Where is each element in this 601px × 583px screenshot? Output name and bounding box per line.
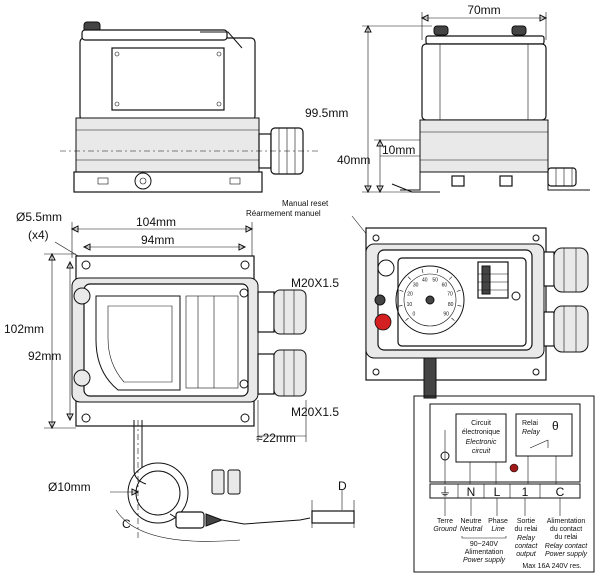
out-fr2: du relai — [515, 526, 538, 533]
relay-en: Relay — [522, 429, 540, 436]
phase-en: Line — [491, 526, 504, 533]
dial-tick-label: 70 — [447, 292, 453, 298]
dim-104mm: 104mm — [136, 215, 176, 229]
circuit-en2: circuit — [472, 448, 491, 455]
dial-tick-label: 60 — [442, 283, 448, 289]
supply-fr3: du relai — [555, 534, 578, 541]
terminal-c: C — [556, 485, 565, 499]
alim-fr: Alimentation — [465, 549, 504, 556]
dim-40mm: 40mm — [337, 153, 370, 167]
dial-tick — [448, 276, 453, 280]
dim-hole-count: (x4) — [28, 228, 49, 242]
front-panel-view: Manual reset Réarmement manuel 010 203040… — [246, 199, 589, 399]
dial-tick-label: 50 — [432, 278, 438, 284]
voltage: 90~240V — [470, 541, 499, 548]
supply-fr2: du contact — [550, 526, 582, 533]
gland-top-label: M20X1.5 — [291, 276, 339, 290]
earth-en: Ground — [433, 526, 457, 533]
theta-symbol: θ — [552, 419, 559, 433]
out-fr1: Sortie — [517, 518, 535, 525]
dial-tick — [456, 289, 461, 292]
dial-tick — [436, 268, 439, 273]
dial-tick — [399, 289, 404, 292]
supply-fr1: Alimentation — [547, 518, 586, 525]
dial-tick-label: 20 — [407, 292, 413, 298]
dim-hole-dia: Ø5.5mm — [16, 210, 62, 224]
dial-tick-label: 80 — [448, 302, 454, 308]
dim-92mm: 92mm — [28, 349, 61, 363]
gland-bottom-label: M20X1.5 — [291, 405, 339, 419]
label-c: C — [122, 517, 131, 531]
label-d: D — [338, 479, 347, 493]
out-en3: output — [516, 551, 537, 558]
alim-en: Power supply — [463, 557, 506, 564]
wiring-diagram: Circuit électronique Electronic circuit … — [413, 395, 595, 573]
dial-tick-label: 30 — [413, 283, 419, 289]
circuit-en: Electronic — [466, 439, 497, 446]
earth-fr: Terre — [437, 518, 453, 525]
circuit-fr: Circuit — [471, 420, 491, 427]
neutral-fr: Neutre — [460, 518, 481, 525]
dial-tick — [405, 317, 409, 321]
terminal-earth: ⏚ — [439, 485, 451, 499]
dial-tick — [457, 305, 462, 307]
side-view: 70mm 99.5mm 40mm 10mm — [305, 3, 590, 194]
reset-label-fr: Réarmement manuel — [246, 209, 321, 218]
dim-22mm: ≈22mm — [256, 431, 296, 445]
dial-tick-label: 90 — [443, 312, 449, 318]
reset-label-en: Manual reset — [282, 199, 329, 208]
dim-sensor-dia: Ø10mm — [48, 480, 91, 494]
max-rating: Max 16A 240V res. — [522, 563, 581, 570]
dial-tick-label: 40 — [422, 278, 428, 284]
dial-tick — [407, 276, 412, 280]
supply-en1: Relay contact — [545, 543, 588, 550]
dim-94mm: 94mm — [141, 233, 174, 247]
dim-99-5mm: 99.5mm — [305, 106, 348, 120]
dim-102mm: 102mm — [4, 322, 44, 336]
front-side-view — [60, 21, 318, 193]
neutral-en: Neutral — [460, 526, 483, 533]
dim-70mm: 70mm — [467, 3, 500, 17]
reset-button[interactable] — [374, 313, 392, 331]
dial-tick — [451, 317, 455, 321]
dial-tick-label: 0 — [413, 312, 416, 318]
terminal-l: L — [494, 485, 501, 499]
out-en1: Relay — [517, 535, 535, 542]
dim-10mm: 10mm — [382, 143, 415, 157]
terminal-1: 1 — [522, 485, 529, 499]
top-view: Ø5.5mm (x4) 104mm 94mm 102mm 92mm — [4, 210, 355, 542]
out-en2: contact — [515, 543, 539, 550]
circuit-fr2: électronique — [462, 429, 500, 436]
terminal-n: N — [467, 485, 476, 499]
dial-tick-label: 10 — [407, 302, 413, 308]
supply-en2: Power supply — [545, 551, 588, 558]
phase-fr: Phase — [488, 518, 508, 525]
relay-fr: Relai — [522, 420, 538, 427]
dial-tick — [421, 268, 424, 273]
dial-tick — [398, 305, 403, 307]
